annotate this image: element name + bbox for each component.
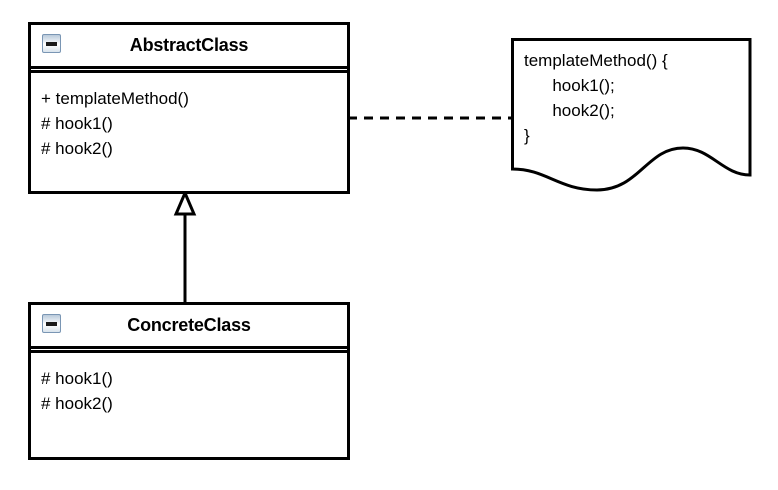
- minus-box-icon[interactable]: [42, 314, 61, 333]
- note-link-connector[interactable]: [348, 110, 514, 126]
- note-shape: [511, 38, 752, 192]
- note-box[interactable]: templateMethod() { hook1(); hook2(); }: [511, 38, 753, 196]
- member-item: # hook1(): [41, 114, 113, 133]
- member-item: # hook1(): [41, 369, 113, 388]
- member-item: # hook2(): [41, 394, 113, 413]
- class-box-concreteclass[interactable]: ConcreteClass # hook1() # hook2(): [28, 302, 350, 460]
- generalization-connector[interactable]: [160, 189, 220, 310]
- hollow-triangle-arrowhead: [173, 189, 197, 216]
- member-item: # hook2(): [41, 139, 113, 158]
- class-header-concreteclass: ConcreteClass: [31, 305, 347, 346]
- class-divider: [31, 66, 347, 73]
- minus-box-icon[interactable]: [42, 34, 61, 53]
- member-item: + templateMethod(): [41, 89, 189, 108]
- note-text: templateMethod() { hook1(); hook2(); }: [524, 51, 668, 145]
- class-divider: [31, 346, 347, 353]
- class-header-abstractclass: AbstractClass: [31, 25, 347, 66]
- class-title-abstractclass: AbstractClass: [129, 35, 249, 55]
- member-list-abstractclass: + templateMethod() # hook1() # hook2(): [31, 73, 347, 161]
- class-title-concreteclass: ConcreteClass: [127, 315, 251, 335]
- class-box-abstractclass[interactable]: AbstractClass + templateMethod() # hook1…: [28, 22, 350, 194]
- member-list-concreteclass: # hook1() # hook2(): [31, 353, 347, 416]
